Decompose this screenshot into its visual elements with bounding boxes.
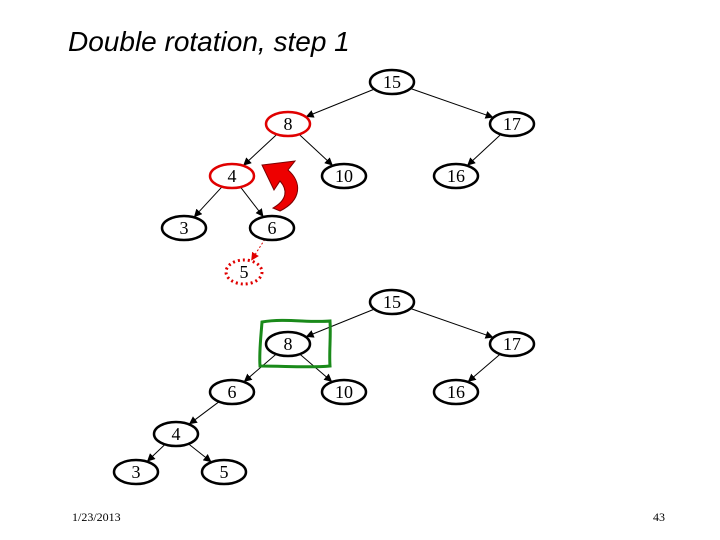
node-label: 3 xyxy=(132,462,141,482)
node-ellipse xyxy=(112,458,160,486)
tree-edge xyxy=(251,239,266,261)
node-label: 17 xyxy=(503,114,521,134)
node-ellipse xyxy=(432,378,480,406)
tree-edges xyxy=(146,88,502,463)
tree-edge xyxy=(188,401,220,425)
node-ellipse xyxy=(368,68,416,96)
node-ellipse xyxy=(320,378,368,406)
node-label: 5 xyxy=(220,462,229,482)
node-label: 8 xyxy=(284,334,293,354)
tree-node-10: 10 xyxy=(320,162,368,190)
node-ellipse xyxy=(488,110,536,138)
node-label: 15 xyxy=(383,72,401,92)
tree-edge xyxy=(467,353,501,382)
tree-edge xyxy=(410,88,494,119)
node-ellipse xyxy=(432,162,480,190)
node-ellipse xyxy=(320,162,368,190)
tree-node-8: 8 xyxy=(264,330,312,358)
slide-title: Double rotation, step 1 xyxy=(68,26,350,57)
tree-edge xyxy=(193,186,223,218)
tree-edge xyxy=(243,353,277,382)
node-label: 10 xyxy=(335,166,353,186)
node-ellipse xyxy=(264,330,312,358)
tree-node-5: 5 xyxy=(224,258,264,286)
tree-node-17: 17 xyxy=(488,110,536,138)
slide-date: 1/23/2013 xyxy=(72,510,121,524)
node-label: 16 xyxy=(447,382,465,402)
node-label: 4 xyxy=(172,424,181,444)
tree-edge xyxy=(146,444,166,462)
node-ellipse xyxy=(160,214,208,242)
rotation-arrow-icon xyxy=(261,160,298,212)
node-ellipse xyxy=(264,110,312,138)
tree-edge xyxy=(240,186,264,217)
tree-node-4: 4 xyxy=(152,420,200,448)
highlight-box xyxy=(258,318,332,369)
tree-nodes: 15 8 17 4 10 16 3 6 5 15 8 17 6 10 16 4 3 5 xyxy=(112,68,536,486)
tree-node-6: 6 xyxy=(208,378,256,406)
node-ellipse xyxy=(368,288,416,316)
node-label: 3 xyxy=(180,218,189,238)
node-label: 4 xyxy=(228,166,237,186)
tree-edge xyxy=(305,88,375,118)
node-label: 15 xyxy=(383,292,401,312)
tree-edge xyxy=(188,443,212,463)
node-ellipse xyxy=(248,214,296,242)
tree-node-16: 16 xyxy=(432,378,480,406)
node-ellipse xyxy=(488,330,536,358)
tree-node-15: 15 xyxy=(368,68,416,96)
node-ellipse xyxy=(224,258,264,286)
tree-node-15: 15 xyxy=(368,288,416,316)
node-ellipse xyxy=(208,378,256,406)
node-ellipse xyxy=(152,420,200,448)
node-label: 5 xyxy=(240,262,249,282)
tree-node-10: 10 xyxy=(320,378,368,406)
node-label: 8 xyxy=(284,114,293,134)
node-label: 17 xyxy=(503,334,521,354)
node-ellipse xyxy=(200,458,248,486)
node-label: 6 xyxy=(268,218,277,238)
tree-edge xyxy=(243,133,278,166)
tree-edge xyxy=(410,308,494,339)
tree-edge xyxy=(467,133,502,166)
node-label: 6 xyxy=(228,382,237,402)
tree-node-8: 8 xyxy=(264,110,312,138)
node-ellipse xyxy=(208,162,256,190)
tree-edge xyxy=(305,308,375,338)
node-label: 10 xyxy=(335,382,353,402)
tree-node-3: 3 xyxy=(160,214,208,242)
node-label: 16 xyxy=(447,166,465,186)
tree-node-4: 4 xyxy=(208,162,256,190)
tree-node-16: 16 xyxy=(432,162,480,190)
tree-node-17: 17 xyxy=(488,330,536,358)
tree-node-3: 3 xyxy=(112,458,160,486)
tree-node-5: 5 xyxy=(200,458,248,486)
tree-edge xyxy=(298,133,333,166)
tree-node-6: 6 xyxy=(248,214,296,242)
page-number: 43 xyxy=(653,510,665,524)
